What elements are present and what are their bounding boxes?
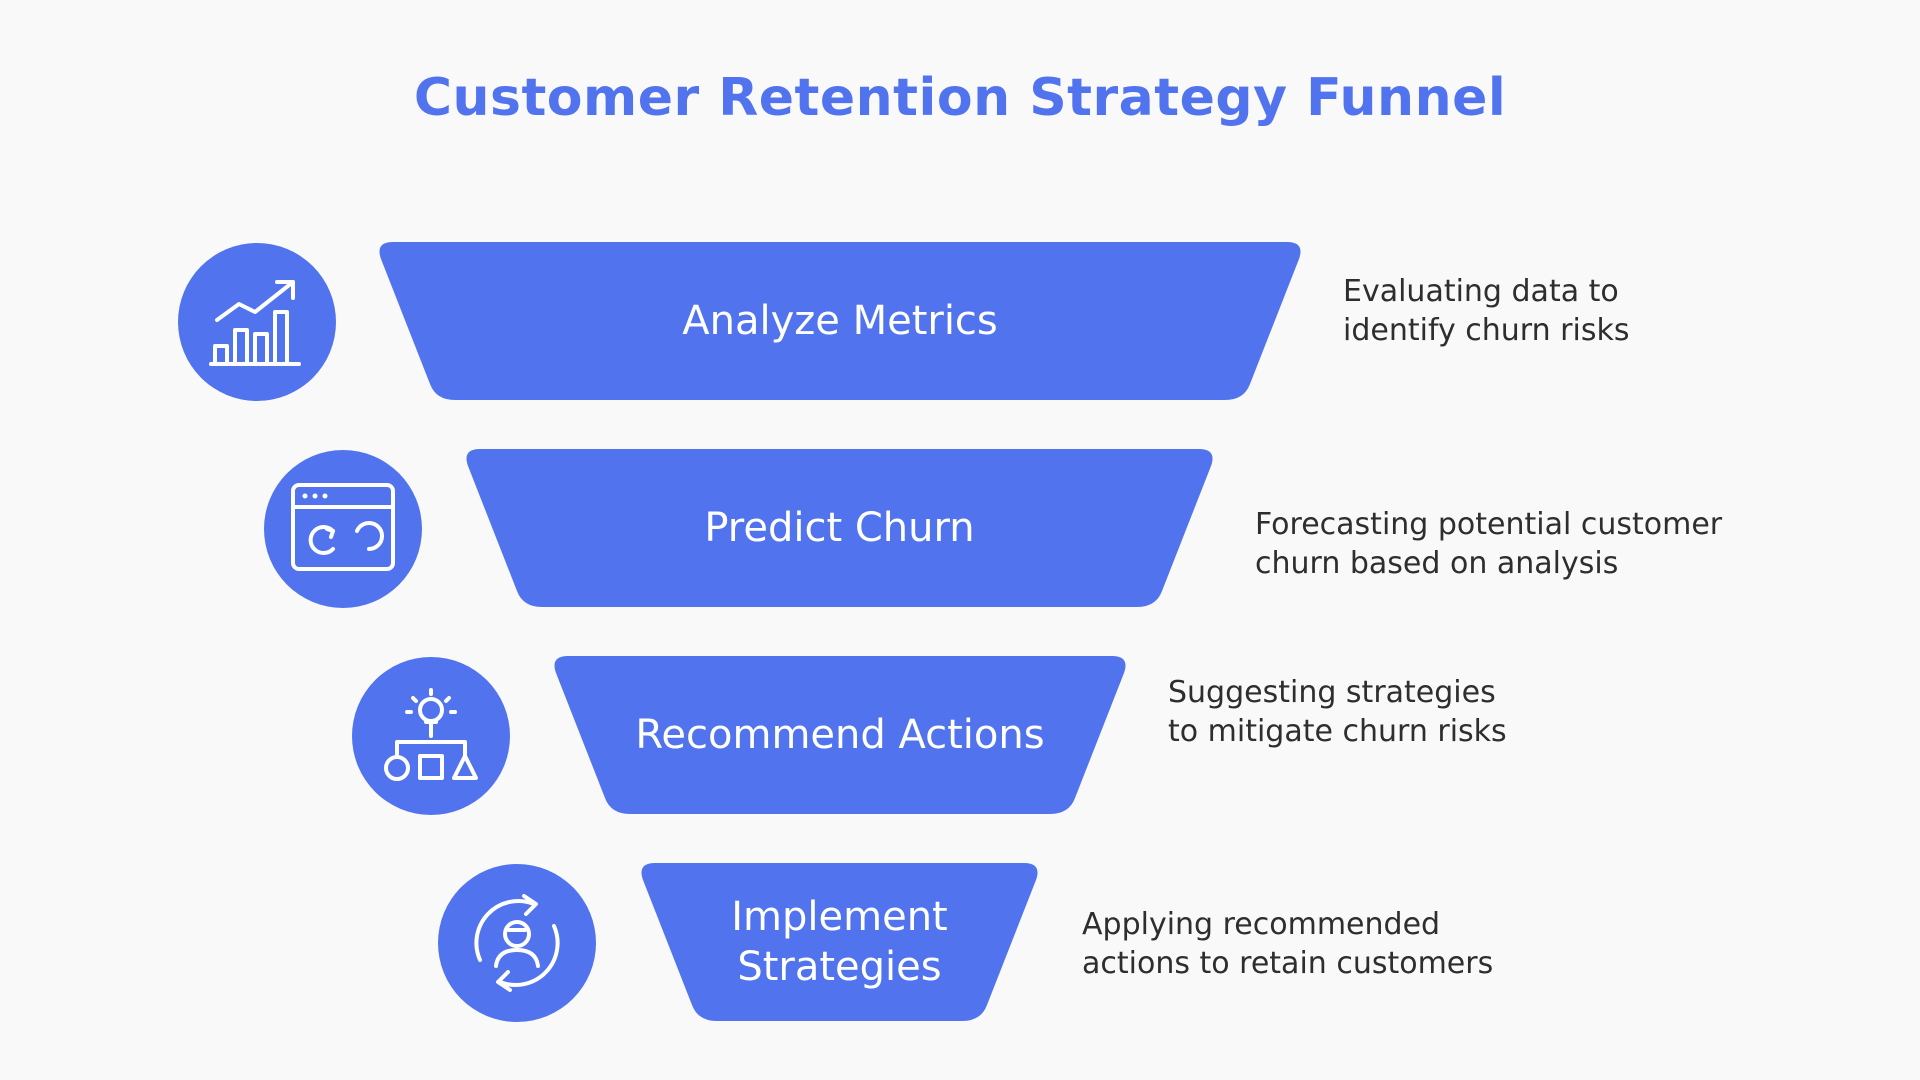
funnel-stage-4: Implement Strategies [637, 863, 1042, 1021]
user-cycle-icon [474, 894, 560, 992]
stage-2-icon-circle [264, 450, 422, 608]
stage-4-description: Applying recommended actions to retain c… [1082, 907, 1494, 981]
stage-4-label: Implement Strategies [731, 894, 948, 990]
bar-chart-growth-icon [209, 280, 301, 366]
stage-3-description: Suggesting strategies to mitigate churn … [1168, 675, 1507, 749]
stage-1-icon-circle [178, 243, 336, 401]
stage-2-description: Forecasting potential customer churn bas… [1255, 507, 1723, 581]
browser-window-cycle-icon [291, 483, 395, 571]
stage-4-icon-circle [438, 864, 596, 1022]
lightbulb-shapes-icon [384, 688, 478, 781]
funnel-stage-1: Analyze Metrics [375, 242, 1305, 400]
stage-3-label: Recommend Actions [635, 712, 1045, 758]
stage-1-description: Evaluating data to identify churn risks [1343, 274, 1630, 348]
stage-2-label: Predict Churn [704, 505, 975, 551]
stage-1-label: Analyze Metrics [682, 298, 998, 344]
diagram-title: Customer Retention Strategy Funnel [413, 68, 1507, 128]
stage-3-icon-circle [352, 657, 510, 815]
funnel-stage-3: Recommend Actions [550, 656, 1130, 814]
funnel-stage-2: Predict Churn [462, 449, 1217, 607]
